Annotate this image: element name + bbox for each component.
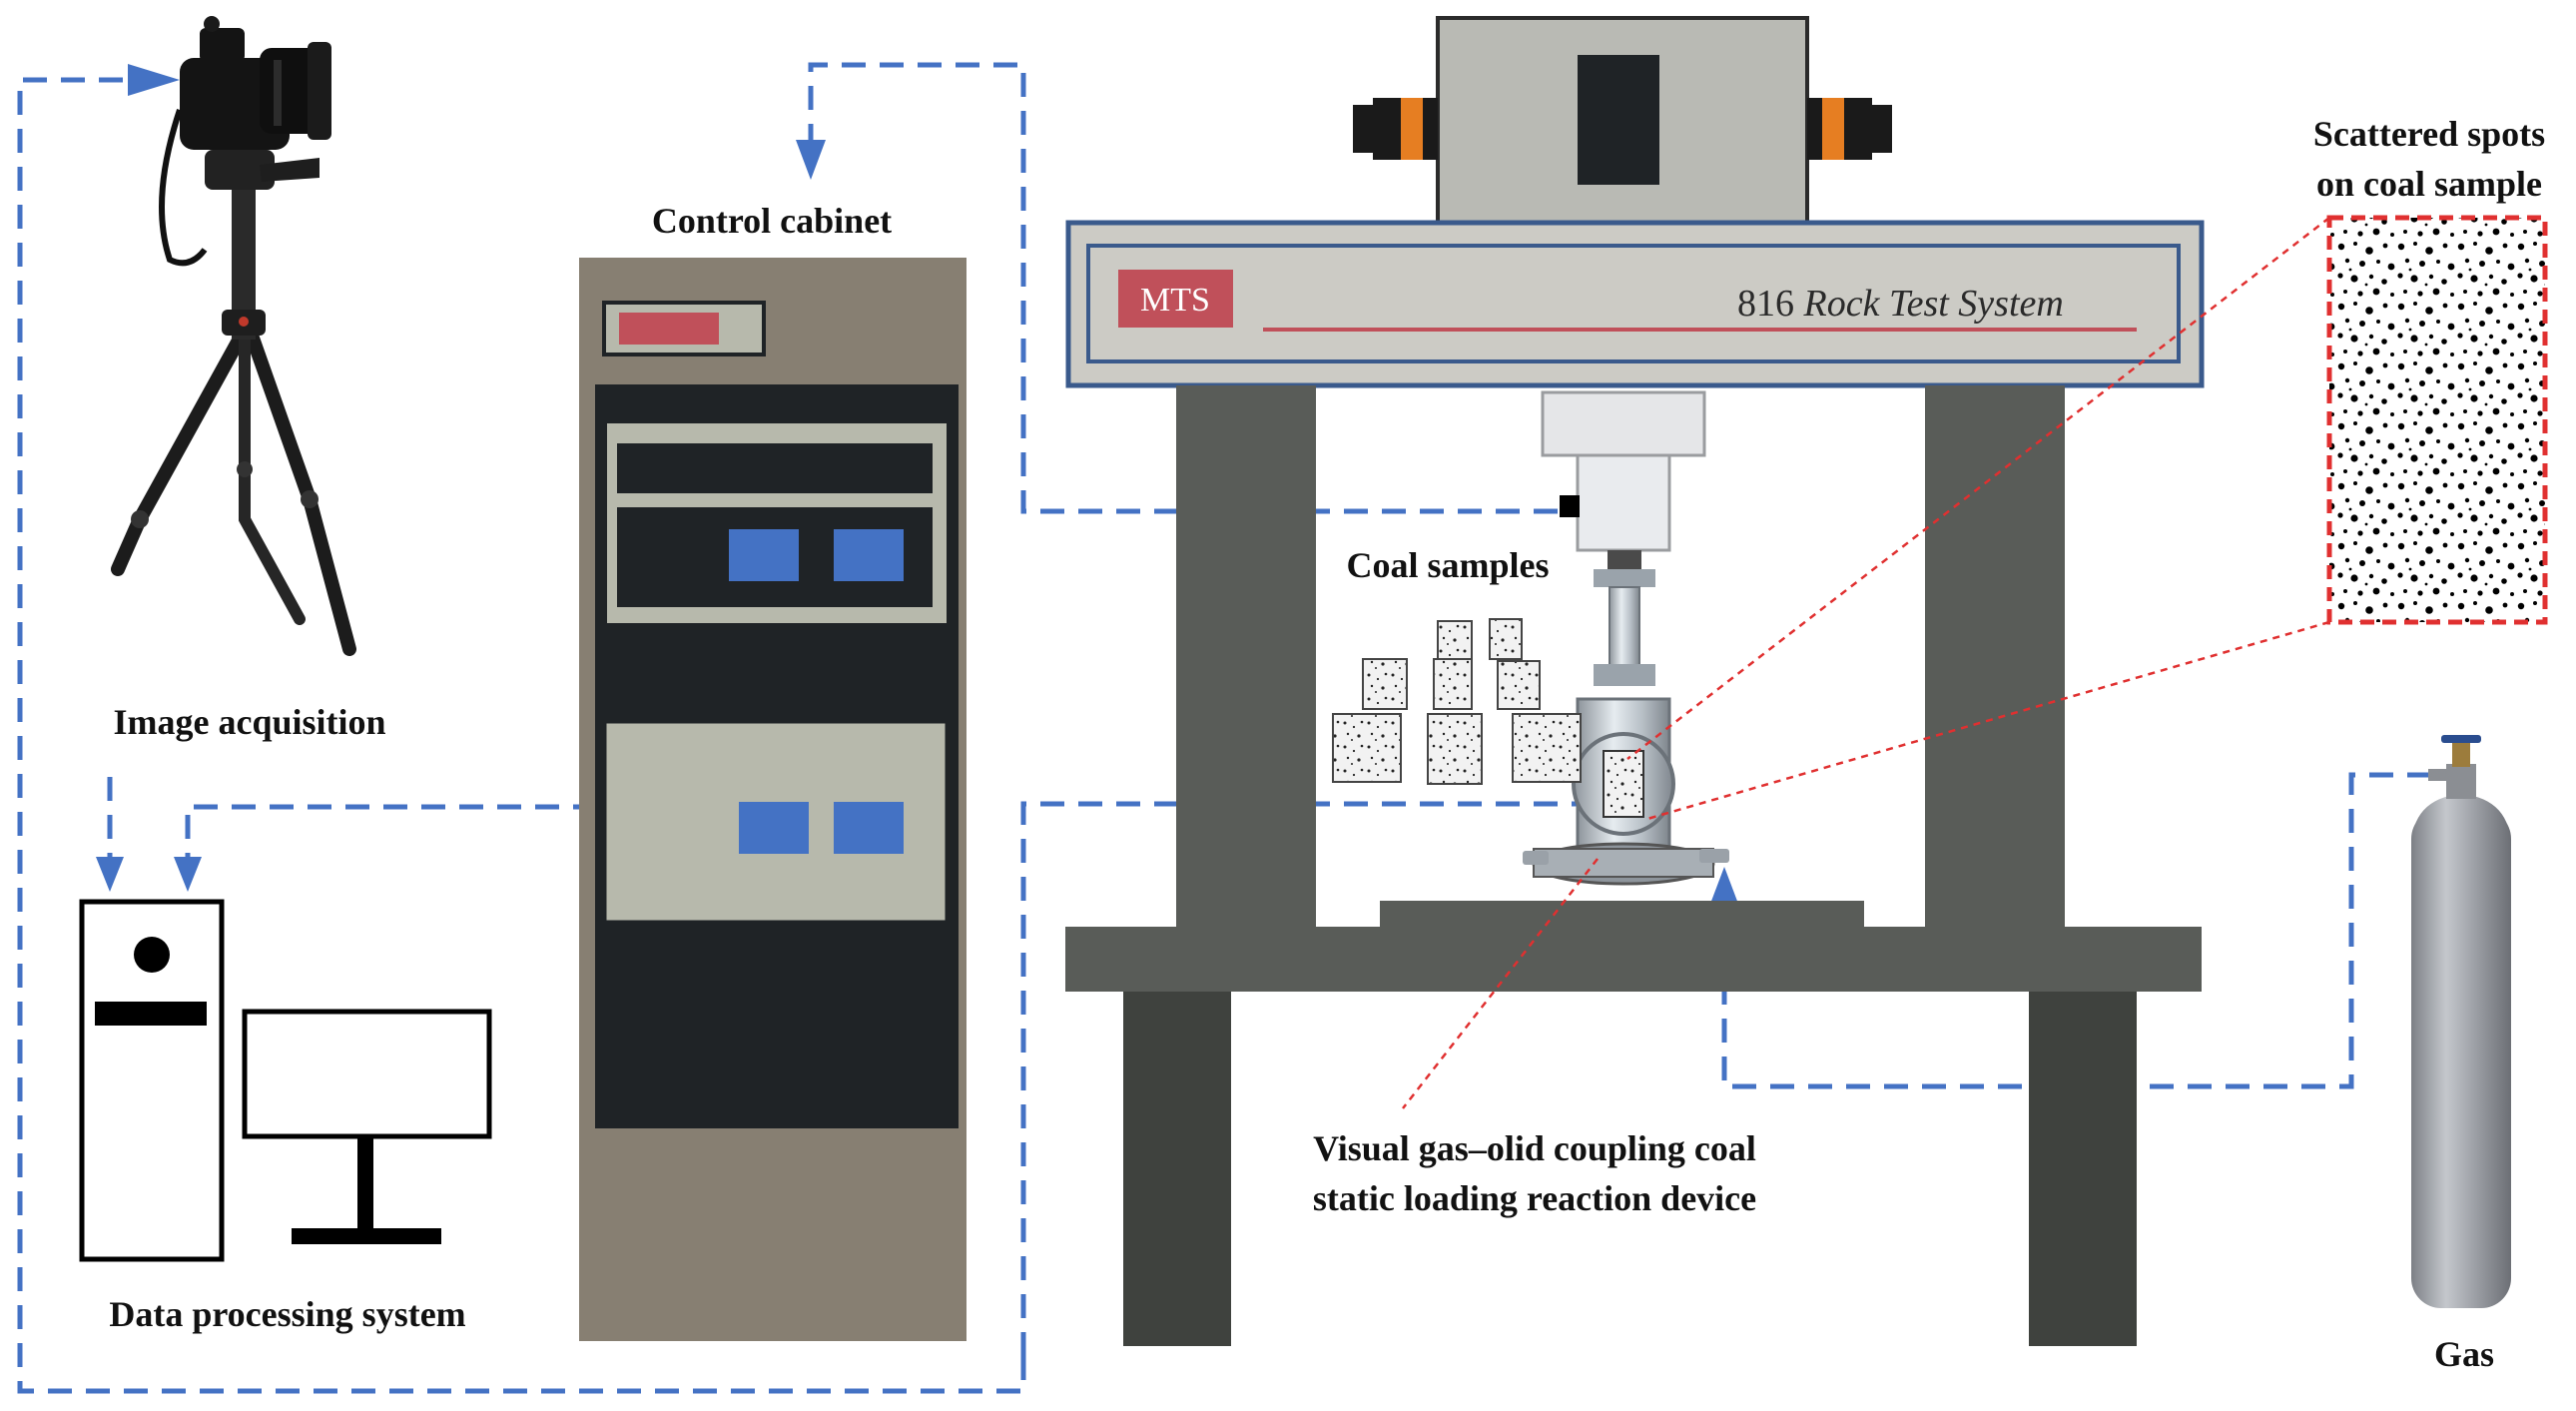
mts-model-name: Rock Test System — [1803, 283, 2064, 325]
coal-sample-icon — [1362, 658, 1408, 710]
coal-sample-icon — [1489, 618, 1523, 660]
cabinet-to-computer-line — [185, 804, 597, 875]
arrow-to-camera — [128, 64, 180, 96]
arrowheads — [96, 64, 1738, 904]
coal-sample-icon — [1433, 658, 1473, 710]
coal-samples — [1332, 618, 1582, 785]
cabinet-display-red — [619, 313, 719, 345]
inset-pointer-lines — [1402, 217, 2330, 1109]
mts-model-title: 816 Rock Test System — [1737, 283, 2064, 325]
cabinet-button-2 — [834, 529, 904, 581]
data-processing-label: Data processing system — [109, 1294, 465, 1334]
arrow-to-actuator — [796, 140, 826, 180]
coal-sample-icon — [1332, 713, 1402, 783]
reaction-device-icon — [1523, 550, 1729, 886]
coal-sample-icon — [1437, 620, 1473, 664]
cabinet-button-1 — [729, 529, 799, 581]
mts-badge-label: MTS — [1140, 282, 1210, 319]
mts-model-number: 816 — [1737, 283, 1804, 325]
camera-feed-line — [17, 77, 1026, 1394]
arrow-cabinet-to-computer — [174, 857, 202, 892]
device-label-line2: static loading reaction device — [1313, 1178, 1756, 1218]
control-cabinet — [579, 258, 966, 1341]
mts-load-frame — [1065, 16, 2205, 1346]
gas-to-device-line — [1721, 772, 2431, 1089]
control-cabinet-label: Control cabinet — [652, 201, 892, 241]
coal-sample-icon — [1497, 660, 1541, 710]
device-coal-sample — [1603, 750, 1644, 818]
arrow-camera-to-computer — [96, 857, 124, 892]
monitor-icon — [242, 1009, 492, 1244]
mts-badge — [1118, 270, 1233, 328]
cabinet-button-3 — [739, 802, 809, 854]
scattered-spots-inset — [2326, 215, 2548, 625]
device-label-line1: Visual gas–olid coupling coal — [1313, 1128, 1756, 1168]
coal-samples-label: Coal samples — [1346, 545, 1549, 585]
coal-sample-icon — [1427, 713, 1483, 785]
cabinet-to-device-line — [1020, 801, 1588, 1356]
image-acquisition-label: Image acquisition — [113, 702, 385, 742]
gas-label: Gas — [2434, 1334, 2494, 1374]
gas-cylinder-icon — [2411, 735, 2511, 1308]
camera-tripod-icon — [111, 16, 356, 656]
scattered-spots-label-line1: Scattered spots — [2313, 114, 2545, 154]
cabinet-button-4 — [834, 802, 904, 854]
arrow-gas-to-device — [1710, 867, 1738, 904]
computer-tower-icon — [79, 899, 225, 1262]
coal-sample-icon — [1512, 713, 1582, 783]
scattered-spots-label-line2: on coal sample — [2316, 164, 2542, 204]
